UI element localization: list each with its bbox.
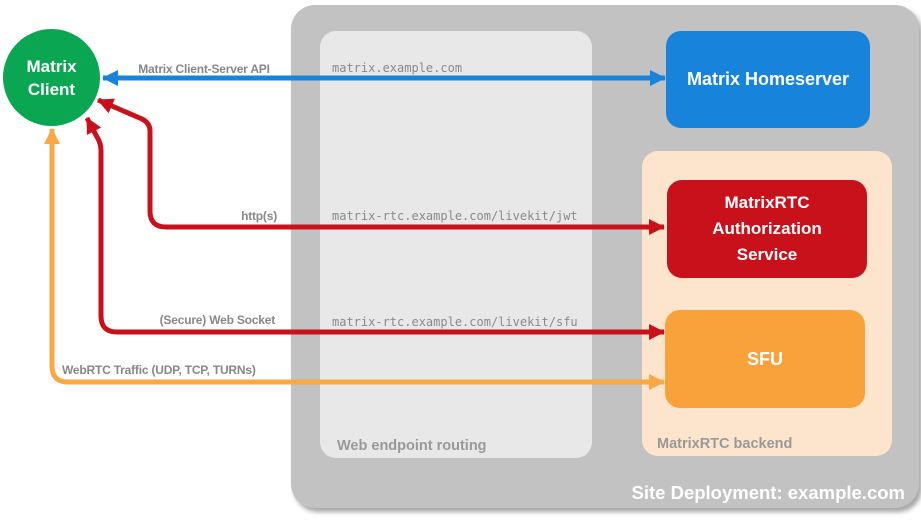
matrix-homeserver-node: Matrix Homeserver (666, 31, 870, 128)
matrixrtc-backend-label: MatrixRTC backend (657, 436, 793, 452)
web-endpoint-routing-label: Web endpoint routing (337, 438, 487, 454)
matrixrtc-authorization-service-node: MatrixRTC Authorization Service (667, 180, 867, 278)
sfu-label: SFU (747, 348, 783, 369)
web-endpoint-routing-group-box (320, 31, 592, 458)
arrow-label-webrtc-traffic: WebRTC Traffic (UDP, TCP, TURNs) (62, 363, 256, 377)
matrix-homeserver-label: Matrix Homeserver (686, 69, 850, 89)
site-deployment-title: Site Deployment: example.com (631, 482, 905, 503)
matrix-client-label: Matrix Client (26, 56, 77, 99)
arrow-label-https: http(s) (241, 209, 277, 223)
endpoint-matrix-example-com: matrix.example.com (332, 61, 463, 75)
arrow-label-matrix-client-server-api: Matrix Client-Server API (138, 62, 270, 76)
endpoint-livekit-sfu: matrix-rtc.example.com/livekit/sfu (332, 315, 578, 329)
matrix-client-node: Matrix Client (3, 29, 100, 126)
sfu-node: SFU (665, 310, 865, 408)
arrow-label-secure-web-socket: (Secure) Web Socket (159, 313, 276, 327)
endpoint-livekit-jwt: matrix-rtc.example.com/livekit/jwt (332, 209, 578, 223)
matrixrtc-authorization-service-label: MatrixRTC Authorization Service (712, 193, 822, 264)
